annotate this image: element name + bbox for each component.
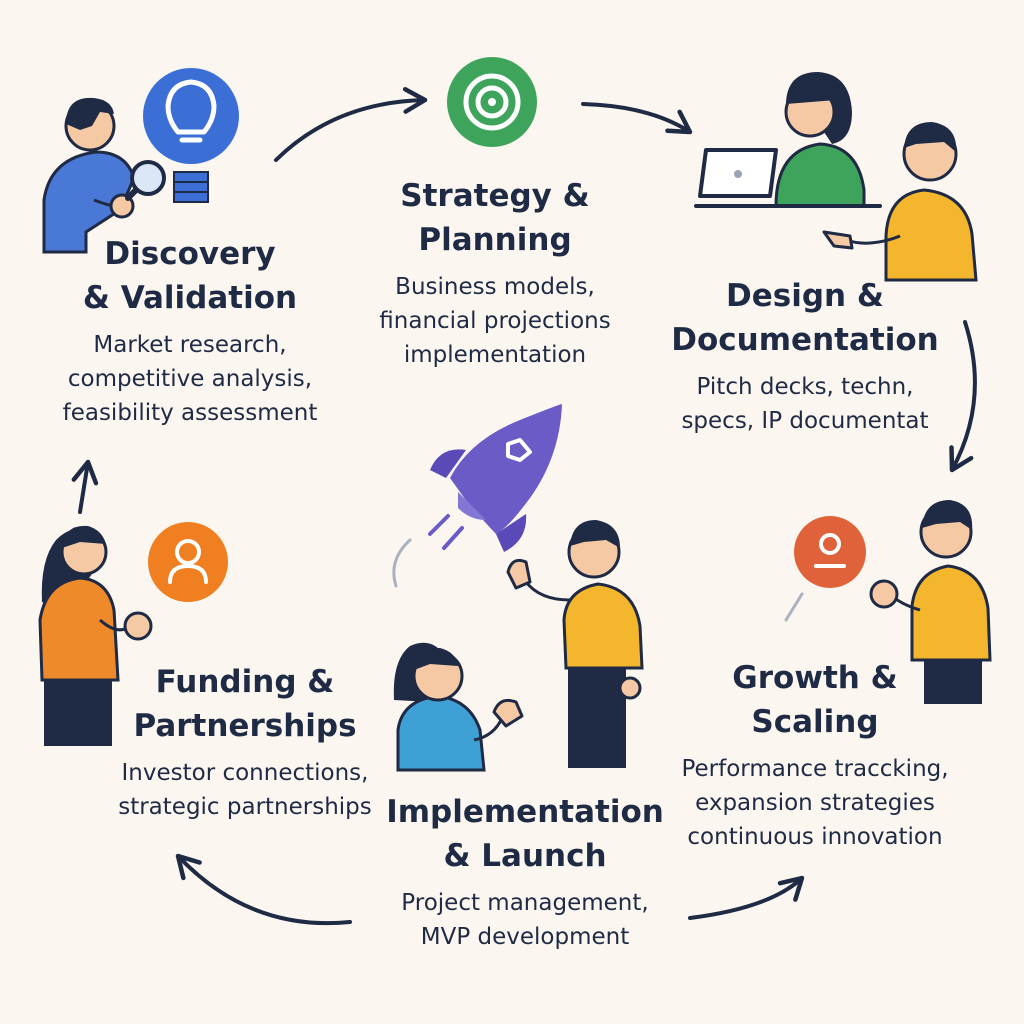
stage-description-line: strategic partnerships (118, 794, 372, 820)
stage-title-line: Design & (726, 278, 884, 314)
stage-title: Strategy & Planning (355, 174, 635, 262)
stage-funding: Funding & Partnerships Investor connecti… (80, 660, 410, 824)
stage-title-line: & Validation (82, 280, 298, 316)
stage-title-line: Documentation (671, 322, 939, 358)
arrow-funding-to-discovery (71, 459, 99, 514)
stage-title: Design & Documentation (650, 274, 960, 362)
stage-implementation: Implementation & Launch Project manageme… (365, 790, 685, 954)
stage-description: Market research, competitive analysis, f… (40, 328, 340, 430)
growth-person (869, 500, 992, 704)
stage-description-line: Market research, (93, 332, 287, 358)
stage-description-line: expansion strategies (695, 790, 935, 816)
stage-title-line: Strategy & (400, 178, 590, 214)
stage-title: Discovery & Validation (40, 232, 340, 320)
stage-growth: Growth & Scaling Performance traccking, … (650, 656, 980, 854)
arrow-growth-to-implementation (688, 875, 805, 920)
stage-description: Performance traccking, expansion strateg… (650, 752, 980, 854)
stage-title: Funding & Partnerships (80, 660, 410, 748)
design-pointing-person (822, 122, 978, 282)
person-icon (148, 522, 228, 602)
rocket-icon (392, 404, 562, 588)
stage-design: Design & Documentation Pitch decks, tech… (650, 274, 960, 438)
stage-title-line: Planning (418, 222, 572, 258)
target-icon (447, 57, 537, 147)
stage-title-line: Growth & (732, 660, 898, 696)
stage-description-line: Pitch decks, techn, (696, 374, 914, 400)
stage-title-line: & Launch (443, 838, 607, 874)
funding-person (38, 525, 153, 746)
stage-description-line: continuous innovation (687, 824, 943, 850)
stage-description: Business models, financial projections i… (355, 270, 635, 372)
stage-title-line: Funding & (155, 664, 335, 700)
stage-description-line: Investor connections, (121, 760, 369, 786)
stage-description-line: specs, IP documentat (681, 408, 929, 434)
stage-description-line: Performance traccking, (681, 756, 949, 782)
arrow-discovery-to-strategy (274, 87, 428, 162)
stage-description-line: MVP development (420, 924, 630, 950)
stage-description: Pitch decks, techn, specs, IP documentat (650, 370, 960, 438)
lightbulb-icon (143, 68, 239, 203)
stage-title-line: Partnerships (133, 708, 357, 744)
stage-description-line: feasibility assessment (62, 400, 318, 426)
stage-title: Implementation & Launch (365, 790, 685, 878)
stage-description-line: competitive analysis, (67, 366, 313, 392)
discovery-person (42, 97, 166, 254)
stage-title-line: Scaling (751, 704, 879, 740)
stage-title: Growth & Scaling (650, 656, 980, 744)
stage-description: Investor connections, strategic partners… (80, 756, 410, 824)
growth-person-icon (784, 516, 866, 622)
stage-description: Project management, MVP development (365, 886, 685, 954)
design-laptop-person (694, 72, 882, 208)
stage-title-line: Discovery (104, 236, 276, 272)
stage-description-line: Business models, (395, 274, 595, 300)
arrow-design-to-growth (949, 320, 977, 473)
stage-description-line: Project management, (401, 890, 649, 916)
stage-description-line: implementation (403, 342, 587, 368)
implementation-woman (393, 642, 524, 772)
stage-strategy: Strategy & Planning Business models, fin… (355, 174, 635, 372)
stage-discovery: Discovery & Validation Market research, … (40, 232, 340, 430)
arrow-strategy-to-design (581, 102, 693, 135)
stage-description-line: financial projections (379, 308, 611, 334)
implementation-man (506, 520, 644, 768)
stage-title-line: Implementation (386, 794, 664, 830)
arrow-implementation-to-funding (175, 853, 352, 926)
